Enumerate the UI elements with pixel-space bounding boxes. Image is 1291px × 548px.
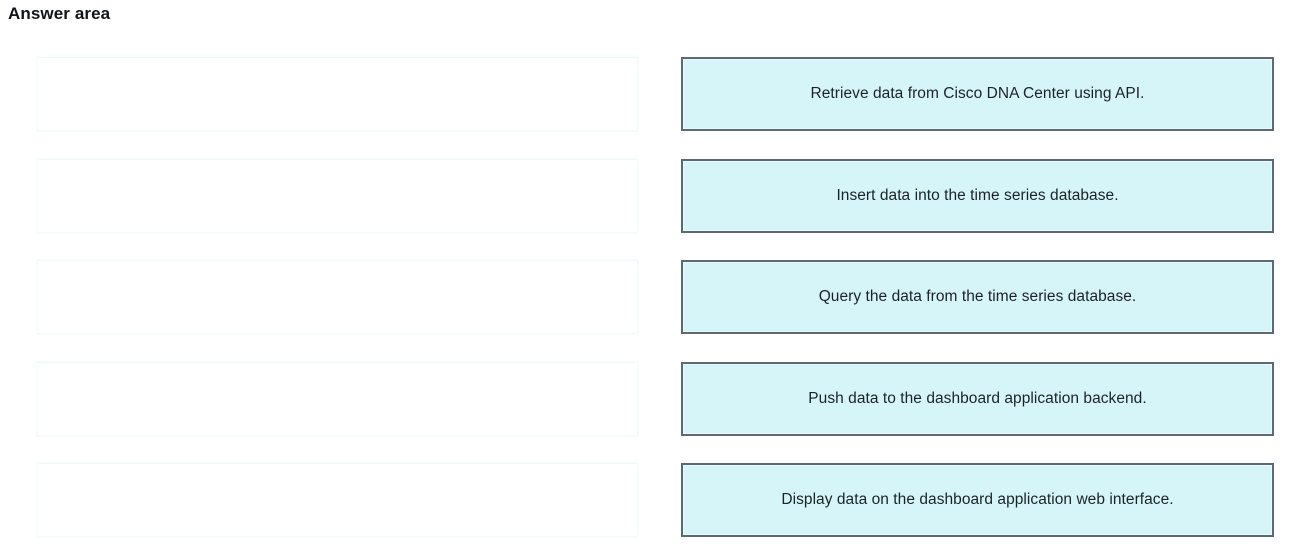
option-tile-1-label: Retrieve data from Cisco DNA Center usin… xyxy=(810,85,1145,102)
option-tile-1[interactable]: Retrieve data from Cisco DNA Center usin… xyxy=(681,57,1274,131)
page-title: Answer area xyxy=(8,4,111,23)
answer-dropzone-1[interactable] xyxy=(37,57,638,131)
answer-dropzone-5-value xyxy=(38,464,637,536)
answer-dropzone-4-value xyxy=(38,363,637,435)
answer-dropzone-5[interactable] xyxy=(37,463,638,537)
option-tile-4-label: Push data to the dashboard application b… xyxy=(808,389,1147,407)
option-tile-2-label: Insert data into the time series databas… xyxy=(836,186,1119,204)
answer-dropzone-2-value xyxy=(38,160,637,232)
option-tile-5[interactable]: Display data on the dashboard applicatio… xyxy=(681,463,1274,537)
answer-dropzone-column xyxy=(37,57,638,538)
option-tile-3[interactable]: Query the data from the time series data… xyxy=(681,260,1274,334)
option-tile-4[interactable]: Push data to the dashboard application b… xyxy=(681,361,1274,436)
option-tile-5-label: Display data on the dashboard applicatio… xyxy=(781,491,1174,508)
option-tile-3-label: Query the data from the time series data… xyxy=(818,288,1137,305)
answer-dropzone-3-value xyxy=(38,261,637,333)
option-tile-2[interactable]: Insert data into the time series databas… xyxy=(681,158,1274,233)
answer-dropzone-1-value xyxy=(38,58,637,130)
answer-dropzone-2[interactable] xyxy=(37,158,638,233)
answer-dropzone-4[interactable] xyxy=(37,361,638,436)
answer-dropzone-3[interactable] xyxy=(37,260,638,334)
option-tile-column: Retrieve data from Cisco DNA Center usin… xyxy=(681,57,1274,538)
